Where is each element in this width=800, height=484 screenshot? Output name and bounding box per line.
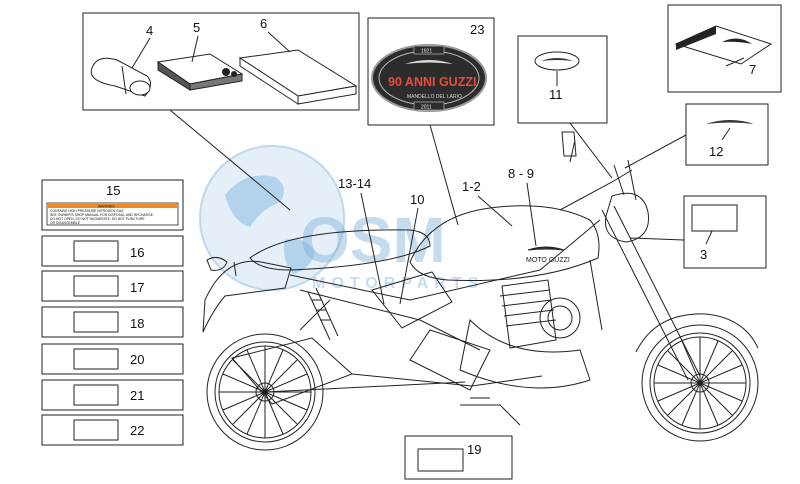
callout-16: 16: [130, 245, 144, 260]
label-box-20: 20: [41, 343, 184, 375]
svg-text:WARNING: WARNING: [98, 205, 115, 209]
callout-18: 18: [130, 316, 144, 331]
svg-text:MANDELLO DEL LARIO: MANDELLO DEL LARIO: [407, 94, 462, 100]
callout-13-14: 13-14: [338, 176, 371, 191]
svg-text:2011: 2011: [421, 105, 432, 111]
anniversary-badge-icon: [371, 44, 487, 112]
label-box-21: 21: [41, 379, 184, 411]
tool-roll-icon: [90, 57, 151, 97]
callout-12: 12: [709, 144, 723, 159]
fuel-tank: [409, 205, 600, 282]
watermark-logo: OSM: [300, 204, 446, 276]
book-icon: [238, 49, 358, 105]
accessory-box: 4 5 6: [82, 12, 360, 111]
seat: [249, 229, 431, 271]
label-box-16: 16: [41, 235, 184, 267]
tank-eagle-icon: [527, 246, 565, 251]
cover-box: 7: [667, 4, 782, 93]
plate-box: 3: [683, 195, 767, 269]
callout-23: 23: [470, 22, 484, 37]
svg-text:DO NOT OPEN, DO NOT INCINERATE: DO NOT OPEN, DO NOT INCINERATE, DO NOT P…: [50, 217, 145, 221]
callout-3: 3: [700, 247, 707, 262]
front-wheel: [641, 324, 759, 442]
label-box-19: 19: [404, 435, 513, 480]
mirror: [561, 131, 577, 163]
tail-light: [206, 256, 237, 277]
front-fender: [635, 313, 759, 353]
front-fork: [601, 205, 701, 381]
owners-manual-icon: [156, 53, 244, 91]
decal-box: 12: [685, 103, 769, 166]
callout-22: 22: [130, 423, 144, 438]
rear-shock: [307, 287, 339, 341]
badge-title: 90 ANNI GUZZI: [388, 75, 476, 89]
label-box-17: 17: [41, 270, 184, 302]
side-cover: [371, 271, 453, 329]
watermark-subtitle: MOTORPARTS: [312, 275, 484, 292]
callout-4: 4: [146, 23, 153, 38]
callout-19: 19: [467, 442, 481, 457]
svg-text:1921: 1921: [421, 49, 432, 55]
callout-17: 17: [130, 280, 144, 295]
front-pipe: [589, 259, 603, 331]
callout-20: 20: [130, 352, 144, 367]
nitrogen-warning-label: [46, 202, 179, 226]
callout-5: 5: [193, 20, 200, 35]
callout-8-9: 8 - 9: [508, 166, 534, 181]
callout-1-2: 1-2: [462, 179, 481, 194]
motorcycle-drawing: MOTO GUZZI: [202, 131, 759, 451]
swingarm: [264, 381, 466, 393]
label-box-22: 22: [41, 414, 184, 446]
callout-11: 11: [549, 87, 563, 102]
engine: [409, 279, 591, 391]
eagle-emblem-icon: [534, 51, 580, 71]
handlebar: [559, 169, 633, 211]
exhaust-muffler: [231, 337, 353, 405]
svg-text:SEE OWNER'S SHOP MANUAL FOR DI: SEE OWNER'S SHOP MANUAL FOR DISPOSAL AND…: [50, 213, 154, 217]
callout-6: 6: [260, 16, 267, 31]
bike-callouts: 13-14 10 1-2 8 - 9: [338, 166, 537, 305]
tank-logo: MOTO GUZZI: [526, 257, 570, 264]
label-plate-3: [691, 204, 738, 232]
badge-box: 23 1921 90 ANNI GUZZI MANDELLO DEL LARIO…: [367, 17, 495, 126]
svg-text:CONTAINS HIGH PRESSURE NITROGE: CONTAINS HIGH PRESSURE NITROGEN GAS: [50, 209, 124, 213]
headlight: [604, 192, 650, 243]
emblem-box: 11: [517, 35, 608, 124]
label-box-18: 18: [41, 306, 184, 338]
callout-21: 21: [130, 388, 144, 403]
callout-7: 7: [749, 62, 756, 77]
eagle-decal-icon: [706, 120, 754, 124]
callout-15: 15: [106, 183, 120, 198]
svg-text:OR DISASSEMBLE: OR DISASSEMBLE: [50, 221, 81, 225]
warning-box: 15 WARNING CONTAINS HIGH PRESSURE NITROG…: [41, 179, 184, 231]
callout-10: 10: [410, 192, 424, 207]
rear-fender: [202, 260, 292, 333]
